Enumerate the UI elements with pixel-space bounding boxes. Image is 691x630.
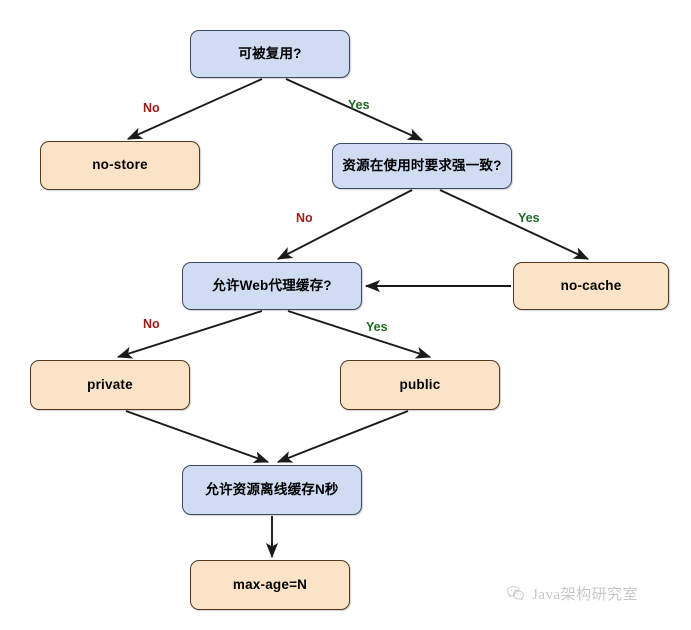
edge-label-lbl-strong-no: No — [296, 211, 313, 225]
node-label: no-cache — [560, 277, 622, 293]
edge-label-lbl-proxy-yes: Yes — [366, 320, 388, 334]
node-max-age[interactable]: max-age=N — [190, 560, 350, 610]
node-label: public — [399, 376, 441, 392]
node-web-proxy[interactable]: 允许Web代理缓存? — [182, 262, 362, 310]
edge-label-lbl-strong-yes: Yes — [518, 211, 540, 225]
node-label: 允许Web代理缓存? — [212, 277, 332, 293]
edge-public-down — [276, 410, 409, 463]
edge-proxy-yes — [287, 310, 432, 359]
node-no-cache[interactable]: no-cache — [513, 262, 669, 310]
node-label: 资源在使用时要求强一致? — [342, 157, 502, 173]
node-strong[interactable]: 资源在使用时要求强一致? — [332, 143, 512, 189]
edge-private-down — [125, 410, 270, 463]
node-label: 可被复用? — [238, 45, 302, 61]
edge-label-lbl-reusable-yes: Yes — [348, 98, 370, 112]
node-public[interactable]: public — [340, 360, 500, 410]
watermark: Java架构研究室 — [506, 583, 638, 604]
node-label: 允许资源离线缓存N秒 — [205, 481, 339, 497]
edge-proxy-no — [116, 310, 263, 359]
node-label: max-age=N — [232, 576, 308, 592]
edge-strong-yes — [439, 189, 590, 260]
node-label: private — [87, 376, 133, 392]
node-private[interactable]: private — [30, 360, 190, 410]
edge-label-lbl-reusable-no: No — [143, 101, 160, 115]
node-offline[interactable]: 允许资源离线缓存N秒 — [182, 465, 362, 515]
node-reusable[interactable]: 可被复用? — [190, 30, 350, 78]
watermark-text: Java架构研究室 — [532, 587, 639, 603]
wechat-logo-icon — [506, 584, 525, 603]
node-no-store[interactable]: no-store — [40, 141, 200, 190]
edge-label-lbl-proxy-no: No — [143, 317, 160, 331]
node-label: no-store — [92, 157, 148, 173]
